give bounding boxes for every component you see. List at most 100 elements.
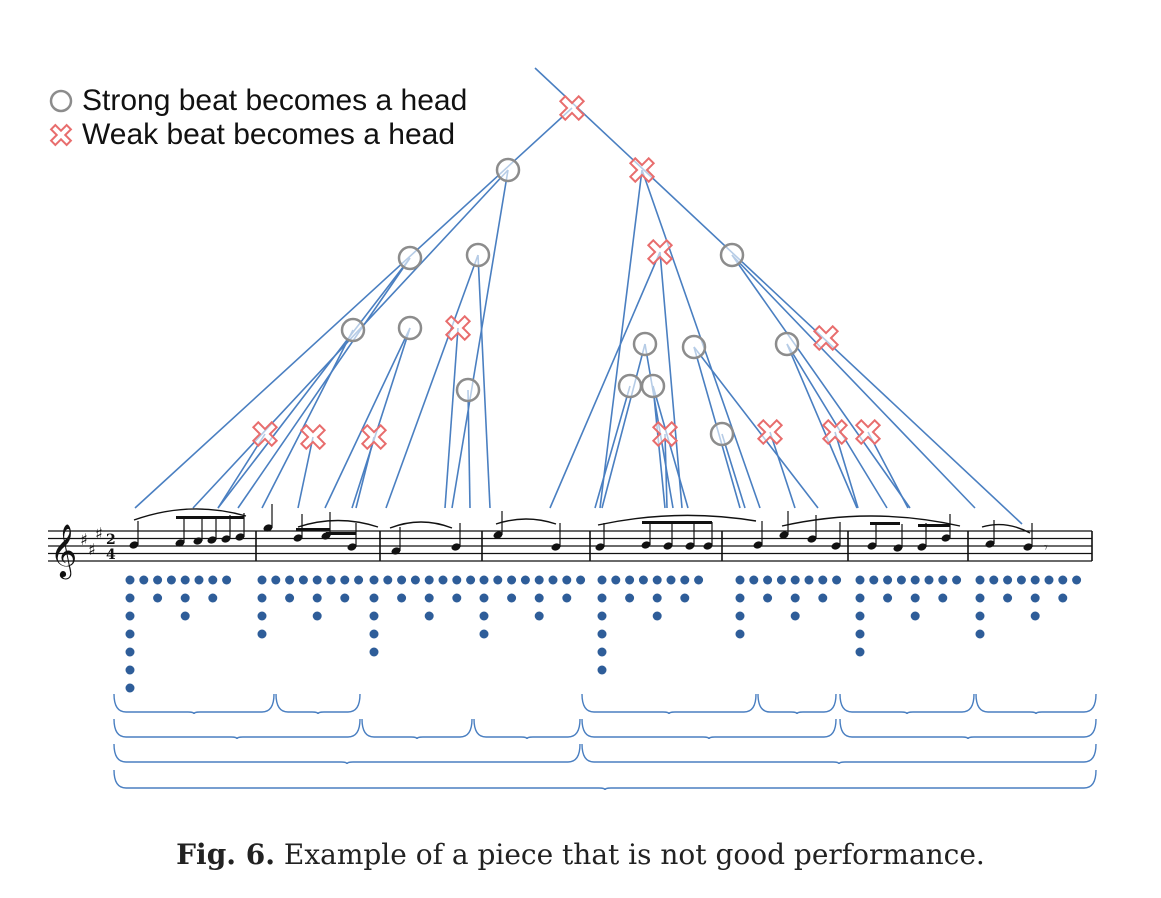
metrical-dot bbox=[625, 593, 635, 603]
metrical-dot bbox=[507, 593, 517, 603]
tree-branch bbox=[652, 385, 666, 509]
metrical-dot bbox=[763, 575, 773, 585]
slur bbox=[981, 523, 1031, 534]
metrical-dot bbox=[597, 665, 607, 675]
strong-head-marker bbox=[709, 421, 735, 447]
note-head bbox=[391, 547, 401, 555]
metrical-dot bbox=[694, 575, 704, 585]
note-head bbox=[753, 541, 763, 549]
note-head bbox=[263, 524, 273, 532]
grouping-brackets bbox=[113, 693, 1097, 791]
cross-shape bbox=[756, 418, 784, 446]
metrical-dot bbox=[424, 593, 434, 603]
strong-head-marker bbox=[719, 242, 745, 268]
metrical-dot bbox=[611, 575, 621, 585]
tree-branch bbox=[731, 254, 976, 509]
metrical-dot bbox=[534, 611, 544, 621]
metrical-dot bbox=[855, 575, 865, 585]
note-beam bbox=[326, 532, 356, 535]
slur bbox=[495, 518, 557, 525]
note-head bbox=[595, 543, 605, 551]
metrical-dot bbox=[562, 593, 572, 603]
tree-branch bbox=[786, 343, 858, 509]
strong-head-marker bbox=[681, 334, 707, 360]
metrical-dot bbox=[452, 593, 462, 603]
metrical-dot bbox=[312, 611, 322, 621]
note-head bbox=[703, 542, 713, 550]
metrical-dot bbox=[520, 575, 530, 585]
metrical-dot bbox=[257, 575, 267, 585]
metrical-dot bbox=[597, 629, 607, 639]
tree-branch bbox=[693, 346, 819, 509]
slur bbox=[597, 514, 757, 526]
time-signature-bottom: 4 bbox=[106, 547, 116, 563]
metrical-dot bbox=[312, 575, 322, 585]
weak-head-marker bbox=[651, 420, 679, 448]
metrical-dot bbox=[397, 593, 407, 603]
metrical-dot bbox=[562, 575, 572, 585]
strong-head-marker bbox=[640, 373, 666, 399]
metrical-dot bbox=[924, 575, 934, 585]
metrical-dot bbox=[222, 575, 232, 585]
note-head bbox=[663, 542, 673, 550]
metrical-dot bbox=[625, 575, 635, 585]
metrical-dot bbox=[194, 575, 204, 585]
metrical-dot bbox=[369, 575, 379, 585]
note-head bbox=[551, 543, 561, 551]
note-head bbox=[347, 543, 357, 551]
metrical-dot bbox=[749, 575, 759, 585]
metrical-dot bbox=[790, 575, 800, 585]
metrical-dot bbox=[576, 575, 586, 585]
key-sharp: ♯ bbox=[95, 524, 103, 543]
note-head bbox=[779, 531, 789, 539]
metrical-dot bbox=[735, 593, 745, 603]
metrical-dot bbox=[369, 629, 379, 639]
head-markers bbox=[251, 94, 882, 451]
cross-shape bbox=[558, 94, 586, 122]
metrical-dot bbox=[479, 593, 489, 603]
metrical-dot bbox=[735, 575, 745, 585]
metrical-dot bbox=[479, 629, 489, 639]
cross-shape bbox=[821, 418, 849, 446]
metrical-dot bbox=[910, 611, 920, 621]
slur bbox=[297, 519, 379, 528]
metrical-dot bbox=[271, 575, 281, 585]
slur bbox=[781, 515, 961, 527]
metrical-dot bbox=[938, 593, 948, 603]
note-head bbox=[867, 542, 877, 550]
note-head bbox=[293, 534, 303, 542]
grouping-bracket bbox=[113, 743, 581, 765]
metrical-dot bbox=[257, 593, 267, 603]
metrical-dot bbox=[597, 593, 607, 603]
weak-head-marker bbox=[854, 418, 882, 446]
key-sharp: ♯ bbox=[88, 540, 96, 559]
metrical-dot bbox=[790, 611, 800, 621]
metrical-dot bbox=[638, 575, 648, 585]
cross-shape bbox=[360, 423, 388, 451]
metrical-dot bbox=[680, 593, 690, 603]
metrical-dot bbox=[479, 611, 489, 621]
metrical-dot bbox=[855, 593, 865, 603]
grouping-bracket bbox=[581, 718, 837, 740]
metrical-dot bbox=[763, 593, 773, 603]
note-beam bbox=[176, 516, 244, 519]
tree-branches bbox=[134, 67, 1023, 525]
note-beam bbox=[296, 528, 330, 531]
metrical-dot bbox=[1058, 575, 1068, 585]
strong-head-marker bbox=[397, 245, 423, 271]
weak-head-marker bbox=[812, 324, 840, 352]
metrical-dot bbox=[1003, 575, 1013, 585]
metrical-dot bbox=[652, 593, 662, 603]
cross-icon bbox=[49, 123, 73, 147]
tree-branch bbox=[477, 254, 491, 509]
weak-head-marker bbox=[299, 423, 327, 451]
legend: Strong beat becomes a head Weak beat bec… bbox=[48, 84, 467, 152]
metrical-dot bbox=[153, 593, 163, 603]
strong-head-marker bbox=[617, 373, 643, 399]
note-head bbox=[917, 543, 927, 551]
tree-branch bbox=[467, 389, 471, 509]
note-head bbox=[807, 535, 817, 543]
note-head bbox=[207, 536, 217, 544]
metrical-dot bbox=[896, 575, 906, 585]
metrical-dot bbox=[776, 575, 786, 585]
